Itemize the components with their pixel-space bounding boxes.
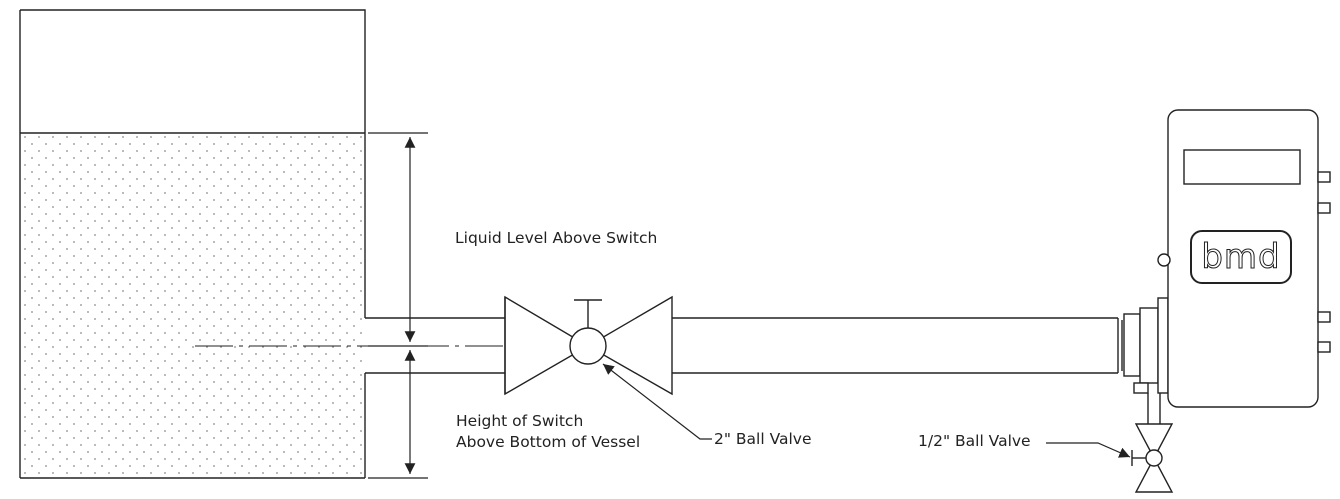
drain-valve-leader <box>1046 442 1131 458</box>
liquid-fill <box>20 133 365 478</box>
switch-pipe <box>672 317 1123 374</box>
main-valve-label: 2" Ball Valve <box>714 430 812 448</box>
display-window <box>1183 149 1301 185</box>
main-ball-valve <box>504 295 673 396</box>
leaders <box>602 363 1131 458</box>
vessel <box>19 9 366 479</box>
dimension-switch-height <box>368 350 428 479</box>
drain-valve-label: 1/2" Ball Valve <box>918 432 1031 450</box>
drain-ball-valve <box>1131 393 1174 493</box>
liquid-level-label: Liquid Level Above Switch <box>455 229 658 247</box>
nozzle-pipe <box>365 317 505 374</box>
main-valve-leader <box>602 363 712 440</box>
bmd-logo-text: bmd <box>1201 237 1281 278</box>
bmd-logo: bmd <box>1190 230 1292 284</box>
level-switch <box>1123 109 1331 408</box>
switch-height-label-line1: Height of Switch <box>456 412 584 430</box>
switch-height-label-line2: Above Bottom of Vessel <box>456 433 641 451</box>
dimension-liquid-level <box>368 132 428 347</box>
mounting-hole <box>1157 253 1171 267</box>
